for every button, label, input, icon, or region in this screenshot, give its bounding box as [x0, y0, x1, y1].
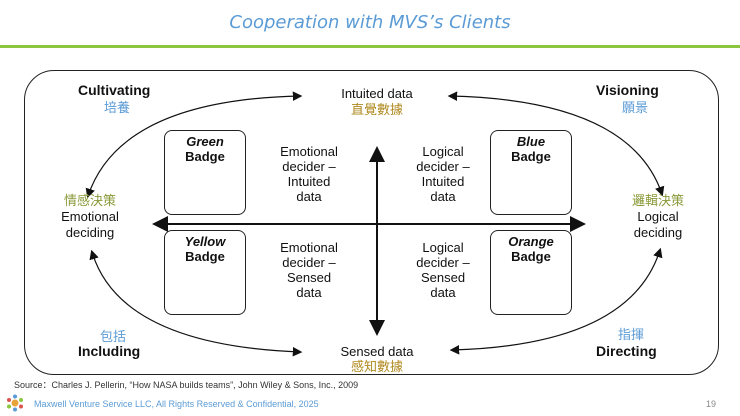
visioning-zh-label: 願景	[622, 100, 649, 115]
visioning-label: Visioning	[596, 82, 659, 98]
intuited-data-label: Intuited data	[341, 86, 413, 101]
arc-including	[89, 249, 303, 357]
yellow-badge-line1: Yellow	[184, 234, 226, 249]
quadrant-text-line: data	[430, 189, 456, 204]
directing-zh-label: 指揮	[618, 327, 645, 342]
quadrant-top-left: Emotional decider – Intuited data	[262, 144, 356, 204]
footer-copyright: Maxwell Venture Service LLC, All Rights …	[34, 399, 319, 409]
blue-badge-line2: Badge	[511, 149, 551, 164]
quadrant-text-line: data	[296, 189, 322, 204]
quadrant-text-line: Emotional	[280, 240, 338, 255]
arc-directing	[449, 247, 663, 355]
cultivating-label: Cultivating	[78, 82, 151, 98]
quadrant-bottom-right: Logical decider – Sensed data	[396, 240, 490, 300]
emotional-deciding-label-line2: deciding	[65, 225, 115, 240]
green-badge-line2: Badge	[185, 149, 225, 164]
directing-label: Directing	[596, 343, 657, 359]
green-badge-line1: Green	[186, 134, 224, 149]
orange-badge: Orange Badge	[490, 230, 572, 315]
quadrant-text-line: Sensed	[420, 270, 466, 285]
quadrant-top-right: Logical decider – Intuited data	[396, 144, 490, 204]
quadrant-text-line: data	[296, 285, 322, 300]
emotional-deciding-zh-label: 情感決策	[63, 193, 116, 208]
orange-badge-line2: Badge	[511, 249, 551, 264]
logical-deciding-label-line2: deciding	[633, 225, 683, 240]
quadrant-text-line: decider –	[416, 159, 470, 174]
quadrant-text-line: Intuited	[287, 174, 331, 189]
sensed-data-label: Sensed data	[340, 344, 414, 359]
logical-deciding-zh-label: 邏輯決策	[631, 193, 684, 208]
logical-deciding-label-line1: Logical	[637, 209, 679, 224]
page-number: 19	[706, 399, 717, 409]
title-divider	[0, 45, 740, 48]
green-badge: Green Badge	[164, 130, 246, 215]
yellow-badge-line2: Badge	[185, 249, 225, 264]
intuited-data-zh-label: 直覺數據	[350, 102, 403, 117]
quadrant-text-line: Sensed	[286, 270, 332, 285]
including-label: Including	[78, 343, 141, 359]
quadrant-bottom-left: Emotional decider – Sensed data	[262, 240, 356, 300]
sensed-data-zh-label: 感知數據	[350, 359, 403, 374]
slide-title: Cooperation with MVS’s Clients	[229, 12, 511, 33]
quadrant-text-line: decider –	[282, 255, 336, 270]
company-logo-icon	[7, 394, 23, 412]
yellow-badge: Yellow Badge	[164, 230, 246, 315]
blue-badge: Blue Badge	[490, 130, 572, 215]
quadrant-text-line: decider –	[416, 255, 470, 270]
diagram-frame	[24, 70, 719, 375]
quadrant-text-line: Logical	[422, 240, 464, 255]
arc-visioning	[447, 91, 665, 197]
quadrant-text-line: Intuited	[421, 174, 465, 189]
including-zh-label: 包括	[100, 329, 127, 344]
source-citation: Source：Charles J. Pellerin, “How NASA bu…	[14, 380, 359, 390]
quadrant-text-line: Logical	[422, 144, 464, 159]
cultivating-zh-label: 培養	[104, 100, 131, 115]
orange-badge-line1: Orange	[508, 234, 554, 249]
arc-cultivating	[85, 91, 303, 199]
emotional-deciding-label-line1: Emotional	[61, 209, 119, 224]
quadrant-text-line: Emotional	[280, 144, 338, 159]
quadrant-text-line: decider –	[282, 159, 336, 174]
blue-badge-line1: Blue	[516, 134, 546, 149]
quadrant-text-line: data	[430, 285, 456, 300]
